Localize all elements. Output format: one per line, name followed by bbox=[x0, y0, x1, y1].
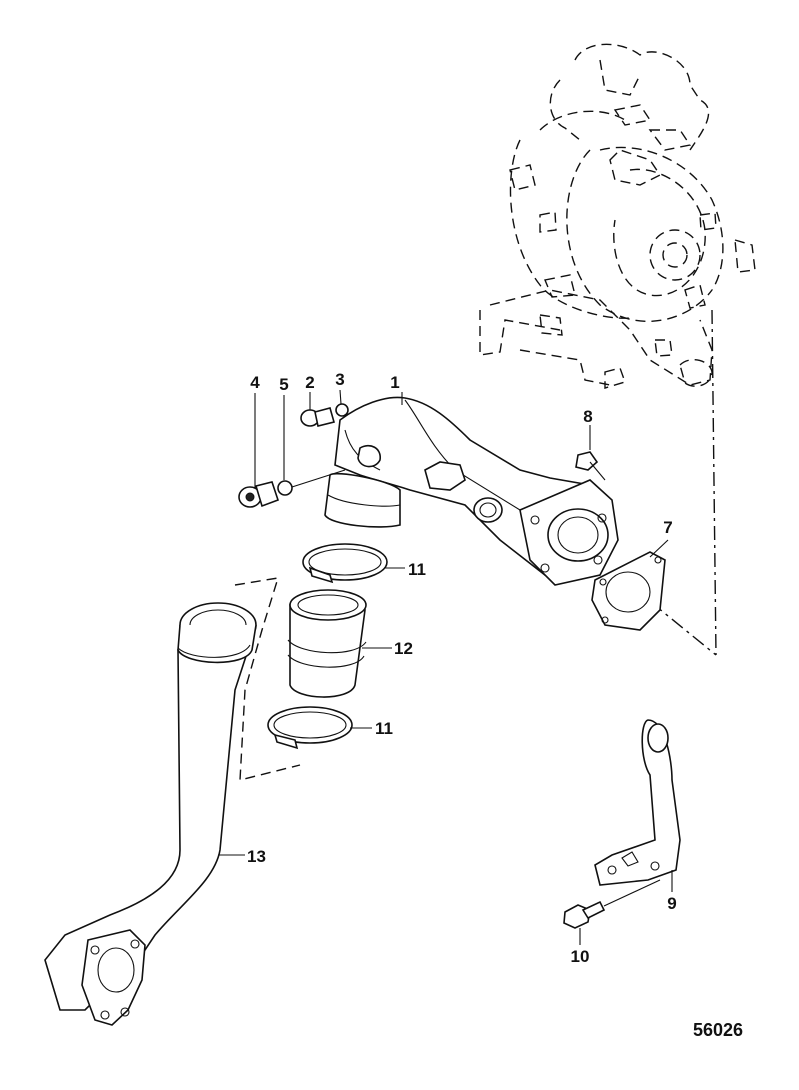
exhaust-hose bbox=[287, 589, 367, 698]
callout-3: 3 bbox=[335, 370, 344, 389]
callout-8: 8 bbox=[583, 407, 592, 426]
leader-lines bbox=[218, 389, 673, 945]
hose-clamp-upper bbox=[302, 543, 388, 584]
hose-phantom-outline bbox=[234, 577, 301, 781]
nut bbox=[575, 451, 599, 471]
figure-code: 56026 bbox=[693, 1020, 743, 1040]
elbow-gasket bbox=[591, 551, 666, 631]
centerline-turbo bbox=[711, 309, 717, 656]
callout-7: 7 bbox=[663, 518, 672, 537]
washer-large bbox=[277, 480, 293, 496]
turbocharger-phantom bbox=[479, 43, 756, 389]
exhaust-elbow bbox=[324, 396, 619, 586]
bracket-bolt bbox=[563, 900, 606, 929]
callout-5: 5 bbox=[279, 375, 288, 394]
support-bracket bbox=[594, 719, 681, 886]
hose-clamp-lower bbox=[267, 706, 353, 750]
callout-10: 10 bbox=[571, 947, 590, 966]
callout-2: 2 bbox=[305, 373, 314, 392]
callout-13: 13 bbox=[247, 847, 266, 866]
callout-11-upper: 11 bbox=[408, 560, 426, 579]
washer-small bbox=[335, 403, 349, 417]
centerline-gasket bbox=[629, 584, 717, 656]
exhaust-pipe bbox=[44, 602, 257, 1026]
callout-11-lower: 11 bbox=[375, 719, 393, 738]
callout-9: 9 bbox=[667, 894, 676, 913]
plug-small bbox=[300, 407, 335, 427]
plug-large bbox=[238, 481, 280, 508]
callout-1: 1 bbox=[390, 373, 399, 392]
callout-12: 12 bbox=[394, 639, 413, 658]
callout-4: 4 bbox=[250, 373, 260, 392]
